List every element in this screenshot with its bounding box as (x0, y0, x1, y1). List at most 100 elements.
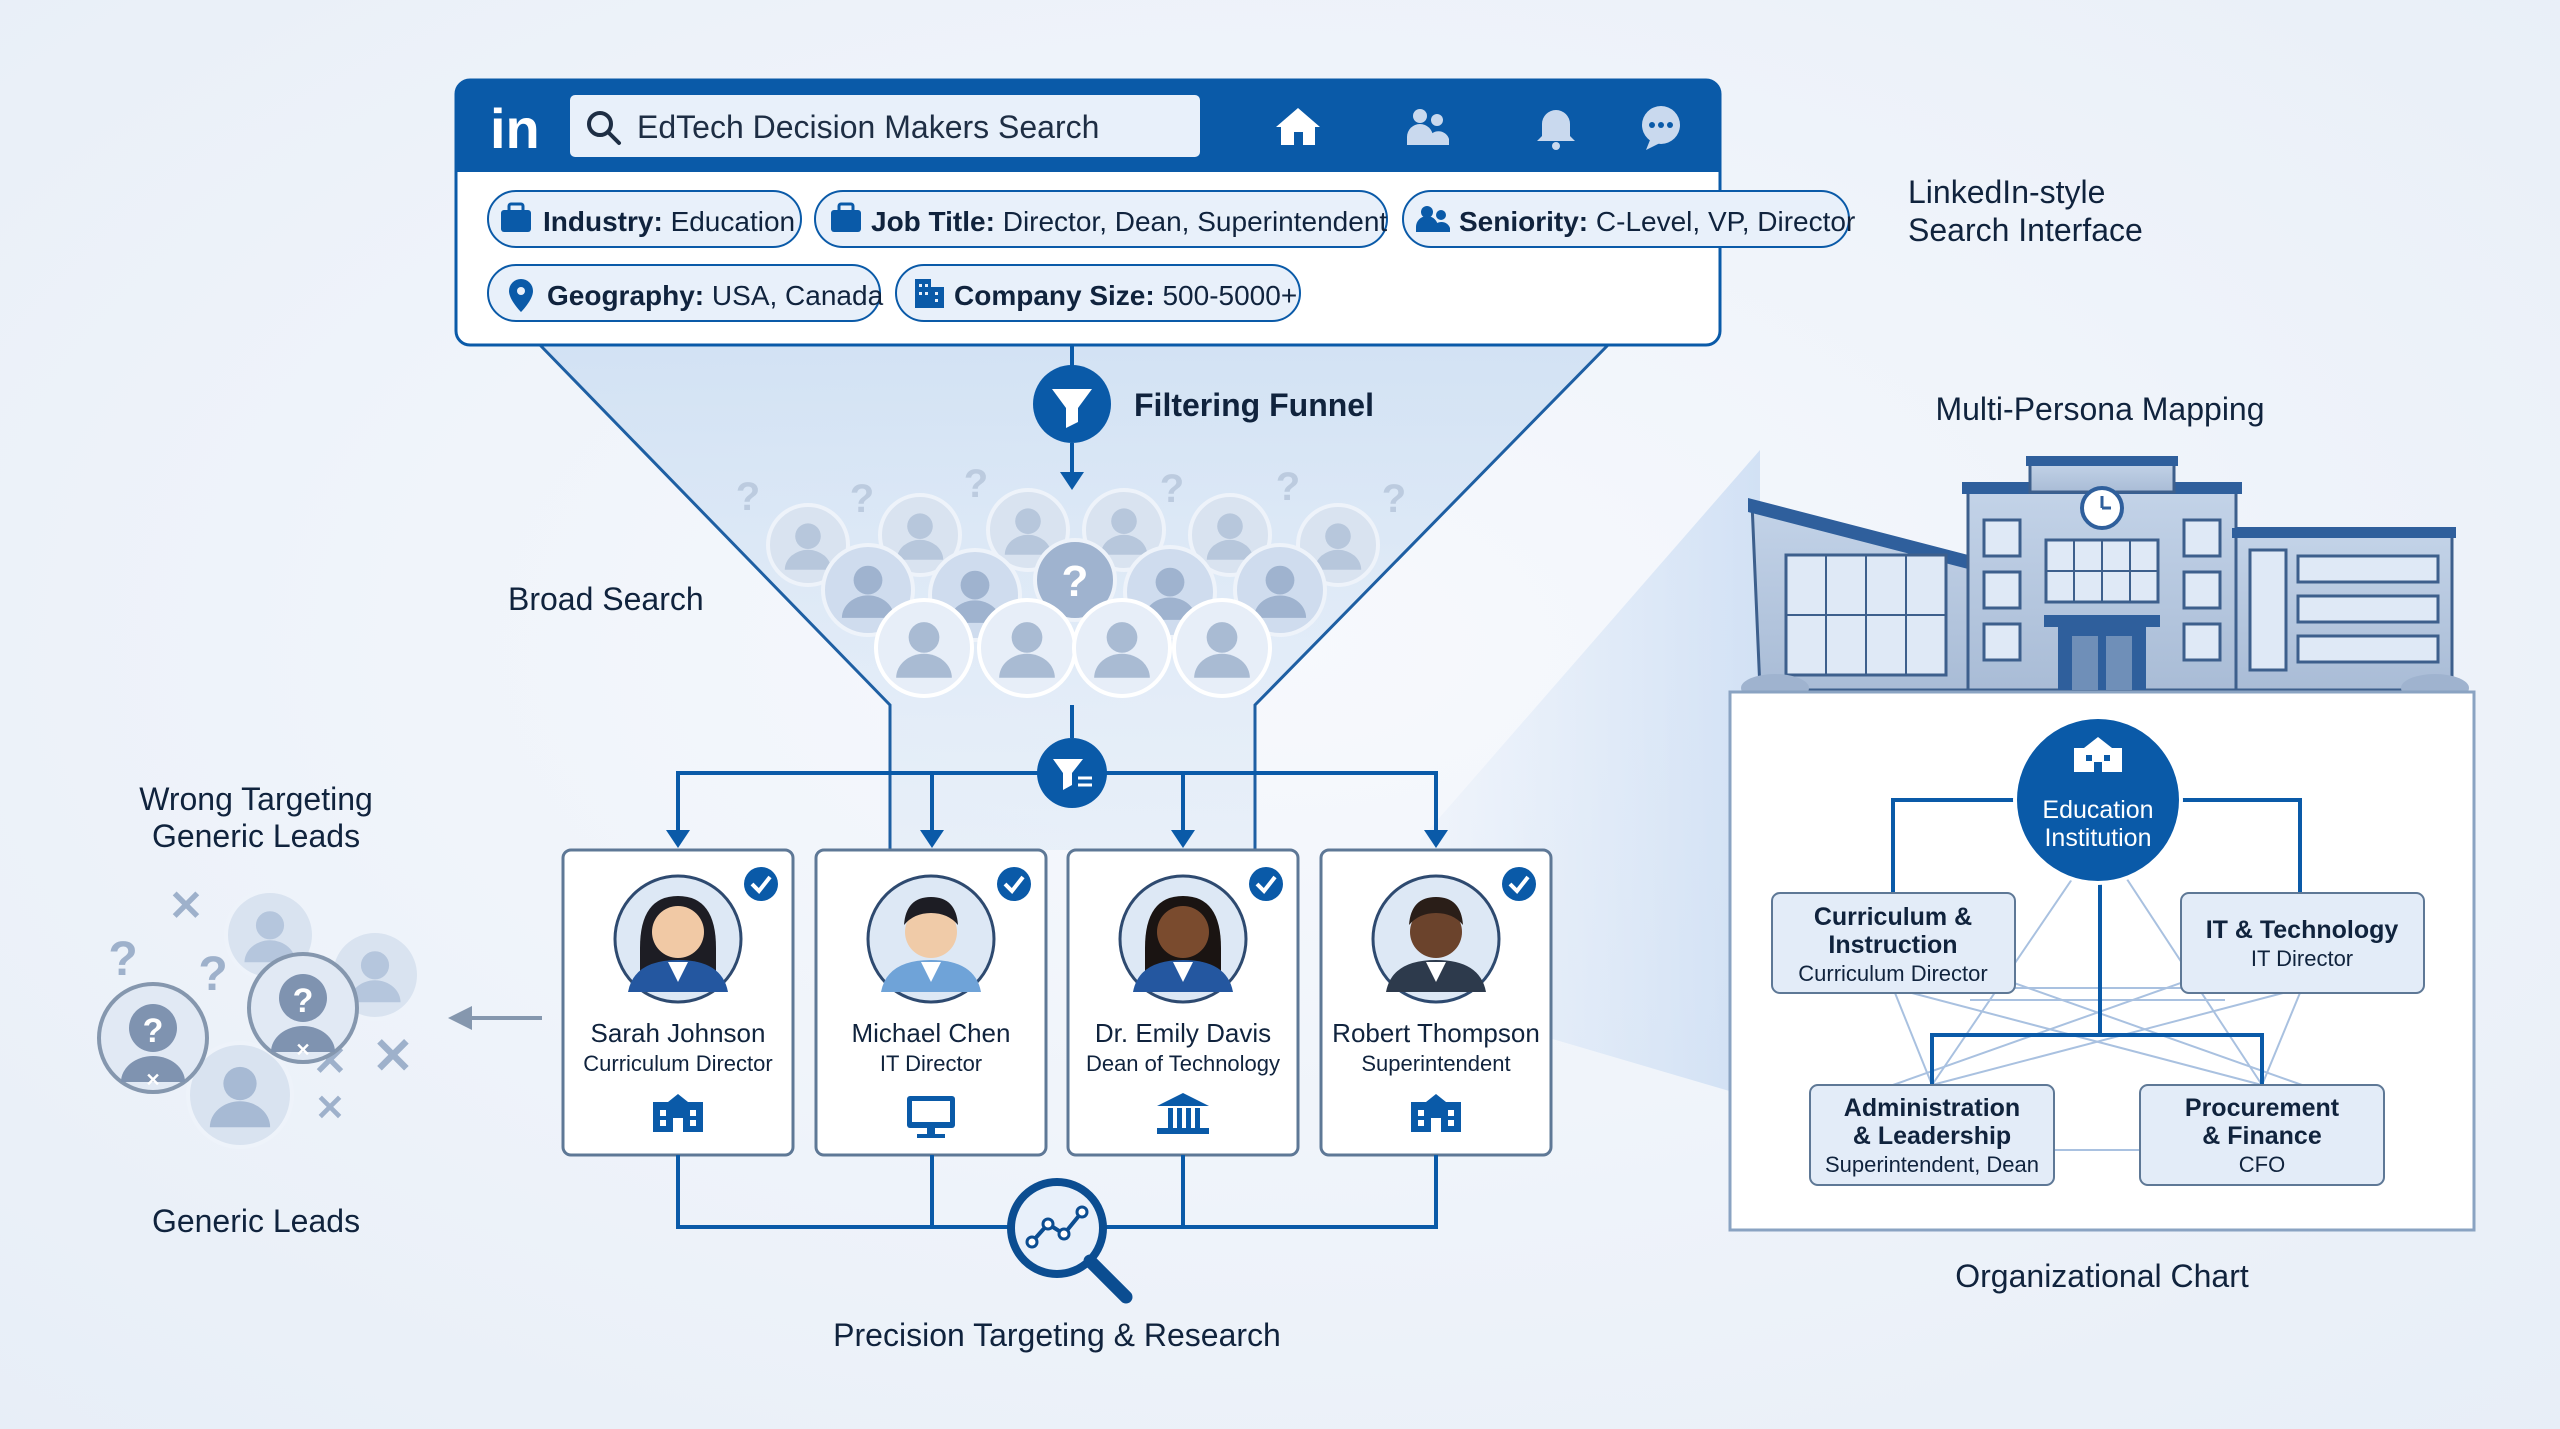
organizational-chart-caption: Organizational Chart (1955, 1258, 2249, 1294)
org-node-curriculum[interactable]: Curriculum & Instruction Curriculum Dire… (1771, 892, 2016, 994)
broad-search-label: Broad Search (508, 581, 704, 617)
filter-chip-label: Geography: USA, Canada (547, 280, 884, 311)
persona-name: Robert Thompson (1332, 1018, 1540, 1048)
org-center-line2: Institution (2044, 824, 2151, 852)
question-profile-icon: ?✕ (247, 952, 359, 1064)
org-node-role: Curriculum Director (1798, 961, 1987, 986)
bell-icon[interactable] (1537, 110, 1575, 150)
org-node-title: Administration (1844, 1094, 2020, 1122)
org-node-title: IT & Technology (2206, 916, 2399, 944)
persona-avatar (1371, 874, 1501, 1004)
org-node-role: IT Director (2251, 946, 2353, 971)
svg-text:?: ? (1062, 557, 1089, 606)
arrow-head (1424, 830, 1448, 848)
search-input[interactable] (570, 95, 1200, 157)
verified-check-icon (997, 867, 1031, 901)
filter-chip-label: Industry: Education (543, 206, 795, 237)
persona-avatar (1118, 874, 1248, 1004)
x-mark-icon: ✕ (372, 1028, 414, 1084)
filter-chip-geography[interactable]: Geography: USA, Canada (487, 264, 884, 322)
question-profile-icon: ? (1033, 538, 1117, 622)
generic-profile-avatar (874, 598, 974, 698)
verified-check-icon (744, 867, 778, 901)
org-node-role: Superintendent, Dean (1825, 1152, 2039, 1177)
org-node-title: & Finance (2202, 1122, 2322, 1150)
svg-text:✕: ✕ (145, 1070, 160, 1090)
generic-profile-avatar (1172, 598, 1272, 698)
question-profile-icon: ?✕ (97, 982, 209, 1094)
org-node-administration[interactable]: Administration & Leadership Superintende… (1809, 1084, 2055, 1186)
filter-icon (1037, 738, 1107, 808)
filter-chip-label: Job Title: Director, Dean, Superintenden… (871, 206, 1387, 237)
x-mark-icon: ✕ (168, 882, 203, 929)
people-icon[interactable] (1407, 109, 1449, 145)
filtering-funnel-label: Filtering Funnel (1134, 387, 1374, 423)
persona-name: Dr. Emily Davis (1095, 1018, 1271, 1048)
verified-check-icon (1502, 867, 1536, 901)
generic-leads-label: Generic Leads (152, 1203, 360, 1239)
funnel-icon (1033, 365, 1111, 443)
verified-check-icon (1249, 867, 1283, 901)
multi-persona-mapping-title: Multi-Persona Mapping (1935, 391, 2264, 427)
x-mark-icon: ✕ (315, 1087, 345, 1128)
persona-title: IT Director (880, 1051, 982, 1076)
institution-icon (1157, 1093, 1209, 1134)
question-mark-icon: ? (1276, 465, 1300, 509)
generic-profile-avatar (878, 493, 962, 577)
magnifier-analytics-icon (1007, 1178, 1133, 1304)
org-center-line1: Education (2042, 796, 2153, 824)
persona-name: Michael Chen (852, 1018, 1011, 1048)
arrow-head (1060, 472, 1084, 490)
people-icon (1416, 206, 1450, 232)
chat-icon[interactable] (1642, 106, 1680, 150)
org-node-it-technology[interactable]: IT & Technology IT Director (2180, 892, 2425, 994)
persona-title: Dean of Technology (1086, 1051, 1280, 1076)
question-mark-icon: ? (1160, 467, 1184, 511)
precision-targeting-label: Precision Targeting & Research (833, 1317, 1281, 1353)
wrong-targeting-title-line1: Wrong Targeting (139, 781, 373, 817)
persona-title: Curriculum Director (583, 1051, 772, 1076)
home-icon[interactable] (1276, 108, 1320, 145)
linkedin-logo[interactable]: in (490, 97, 540, 160)
briefcase-icon (831, 202, 861, 232)
question-mark-icon: ? (108, 933, 137, 986)
generic-leads-cluster: ✕✕???✕?✕✕✕ (97, 882, 421, 1149)
funnel-left-edge (538, 343, 892, 850)
generic-profile-avatar (1072, 598, 1172, 698)
persona-card[interactable]: Michael Chen IT Director (814, 848, 1048, 1157)
svg-text:?: ? (293, 982, 314, 1020)
org-node-procurement[interactable]: Procurement & Finance CFO (2139, 1084, 2385, 1186)
persona-name: Sarah Johnson (591, 1018, 766, 1048)
question-mark-icon: ? (198, 948, 227, 1001)
funnel-right-edge (1253, 343, 1610, 850)
school-icon (653, 1094, 703, 1132)
filter-chip-job-title[interactable]: Job Title: Director, Dean, Superintenden… (814, 190, 1388, 248)
arrow-head (1171, 830, 1195, 848)
org-node-role: CFO (2239, 1152, 2285, 1177)
svg-text:✕: ✕ (295, 1040, 310, 1060)
search-query-text: EdTech Decision Makers Search (637, 109, 1099, 145)
briefcase-icon (501, 202, 531, 232)
filter-chip-company-size[interactable]: Company Size: 500-5000+ (895, 264, 1301, 322)
generic-profile-avatar (186, 1041, 294, 1149)
arrow-head (920, 830, 944, 848)
search-interface-caption-line2: Search Interface (1908, 212, 2143, 248)
persona-avatar (866, 874, 996, 1004)
search-interface: in EdTech Decision Makers Search (454, 78, 1855, 347)
org-node-title: Curriculum & (1814, 903, 1972, 931)
school-icon (2074, 737, 2122, 772)
org-node-title: & Leadership (1853, 1122, 2011, 1150)
filter-chip-seniority[interactable]: Seniority: C-Level, VP, Director (1402, 190, 1855, 248)
org-center-node[interactable]: Education Institution (2013, 715, 2183, 885)
filter-chip-industry[interactable]: Industry: Education (487, 190, 802, 248)
question-mark-icon: ? (964, 462, 988, 506)
left-arrow (448, 1006, 542, 1030)
location-pin-icon (509, 279, 533, 312)
arrow-head (666, 830, 690, 848)
question-mark-icon: ? (850, 477, 874, 521)
